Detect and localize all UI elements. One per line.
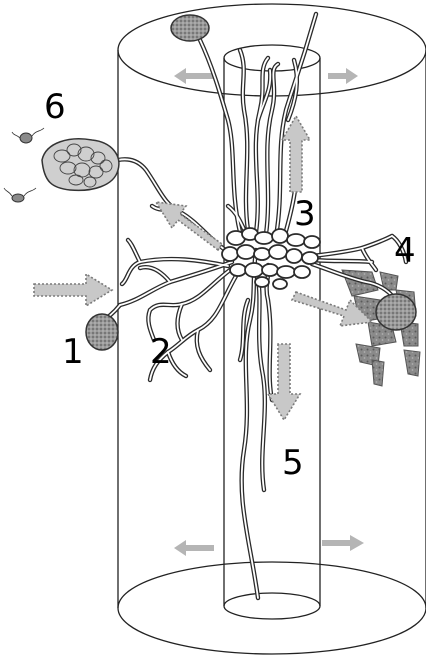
- spore-sac-left: [86, 314, 118, 350]
- bottom-flow-arrows: [174, 535, 364, 556]
- spore-sac-bark: [376, 294, 416, 330]
- label-4: 4: [394, 231, 416, 271]
- label-1: 1: [62, 332, 84, 372]
- growth-arrow-down: [268, 344, 300, 420]
- zoospore-lower: [4, 188, 36, 202]
- label-6: 6: [44, 87, 66, 127]
- growth-arrow-upper-left: [156, 202, 222, 250]
- spore-sac-top: [171, 15, 209, 41]
- label-2: 2: [150, 332, 172, 372]
- label-3: 3: [294, 194, 316, 234]
- label-5: 5: [282, 443, 304, 483]
- growth-arrow-left-in: [34, 274, 112, 306]
- growth-arrow-up: [282, 116, 310, 192]
- central-hyphal-knot: [222, 228, 320, 289]
- zoospore-upper: [12, 128, 44, 143]
- sporocarp: [42, 139, 119, 191]
